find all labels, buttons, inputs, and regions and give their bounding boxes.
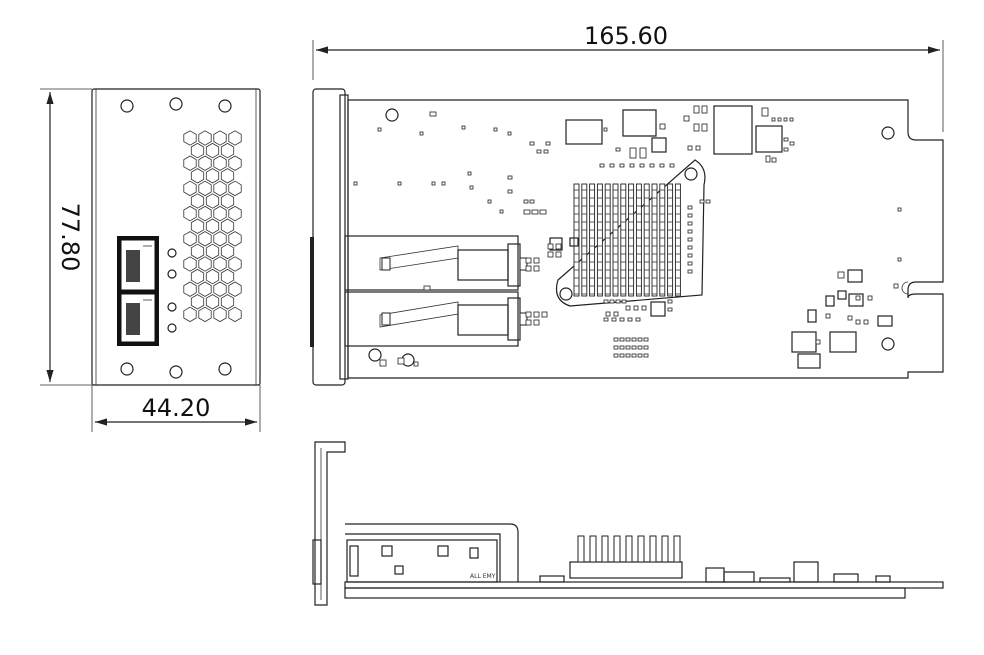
- dimension-length: 165.60: [312, 22, 944, 132]
- front-view-faceplate: [91, 88, 261, 386]
- side-view: ALL EMY: [312, 441, 944, 606]
- smd-components: [353, 105, 902, 367]
- side-heatsink-fins: [577, 535, 681, 563]
- dimension-width-label: 44.20: [142, 394, 211, 422]
- dimension-width: 44.20: [91, 385, 261, 432]
- dimension-height: 77.80: [40, 88, 92, 386]
- heatsink-fins: [573, 183, 681, 297]
- vent-honeycomb: [183, 130, 242, 323]
- top-view-pcb: [310, 88, 944, 386]
- sfp-cage-top: [344, 235, 528, 347]
- side-label: ALL EMY: [470, 573, 496, 580]
- dimension-length-label: 165.60: [584, 22, 668, 50]
- sfp-port-cage: [117, 236, 159, 346]
- dimension-height-label: 77.80: [56, 203, 84, 272]
